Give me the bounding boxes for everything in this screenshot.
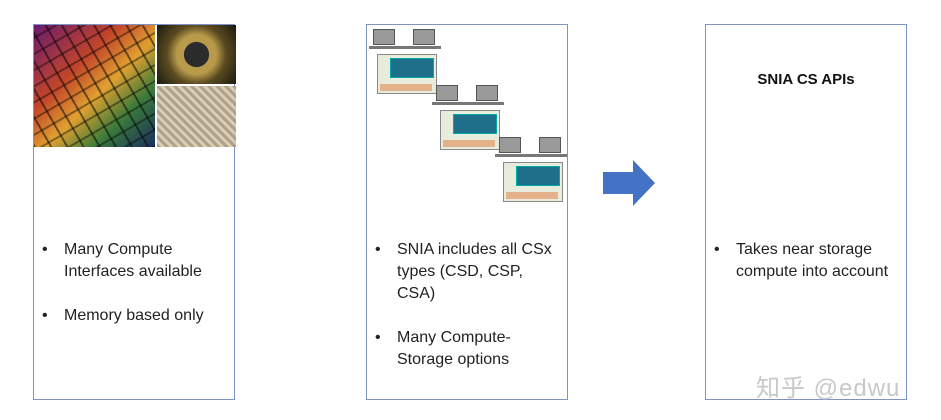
csp-architecture-diagram [432,85,552,165]
watermark: 知乎 @edwu [756,375,901,402]
bullet-item: Takes near storage compute into account [714,239,900,283]
csd-architecture-diagram [369,29,489,109]
panel-title: SNIA CS APIs [757,71,855,88]
die-image [157,86,236,147]
csa-architecture-diagram [495,137,615,217]
panel-compute-interfaces: Many Compute Interfaces available Memory… [33,24,236,400]
bullet-list: Takes near storage compute into account [714,239,900,305]
bullet-list: Many Compute Interfaces available Memory… [42,239,228,349]
bullet-item: Memory based only [42,305,228,327]
processor-chips-image [34,25,236,147]
bullet-item: SNIA includes all CSx types (CSD, CSP, C… [375,239,561,305]
panel-snia-cs-apis: SNIA CS APIs Takes near storage compute … [705,24,907,400]
bullet-item: Many Compute Interfaces available [42,239,228,283]
right-arrow-icon [603,160,655,206]
bullet-list: SNIA includes all CSx types (CSD, CSP, C… [375,239,561,393]
bullet-item: Many Compute-Storage options [375,327,561,371]
panel-snia-csx: SNIA includes all CSx types (CSD, CSP, C… [366,24,568,400]
wafer-image [34,25,155,147]
cpu-chip-image [157,25,236,84]
